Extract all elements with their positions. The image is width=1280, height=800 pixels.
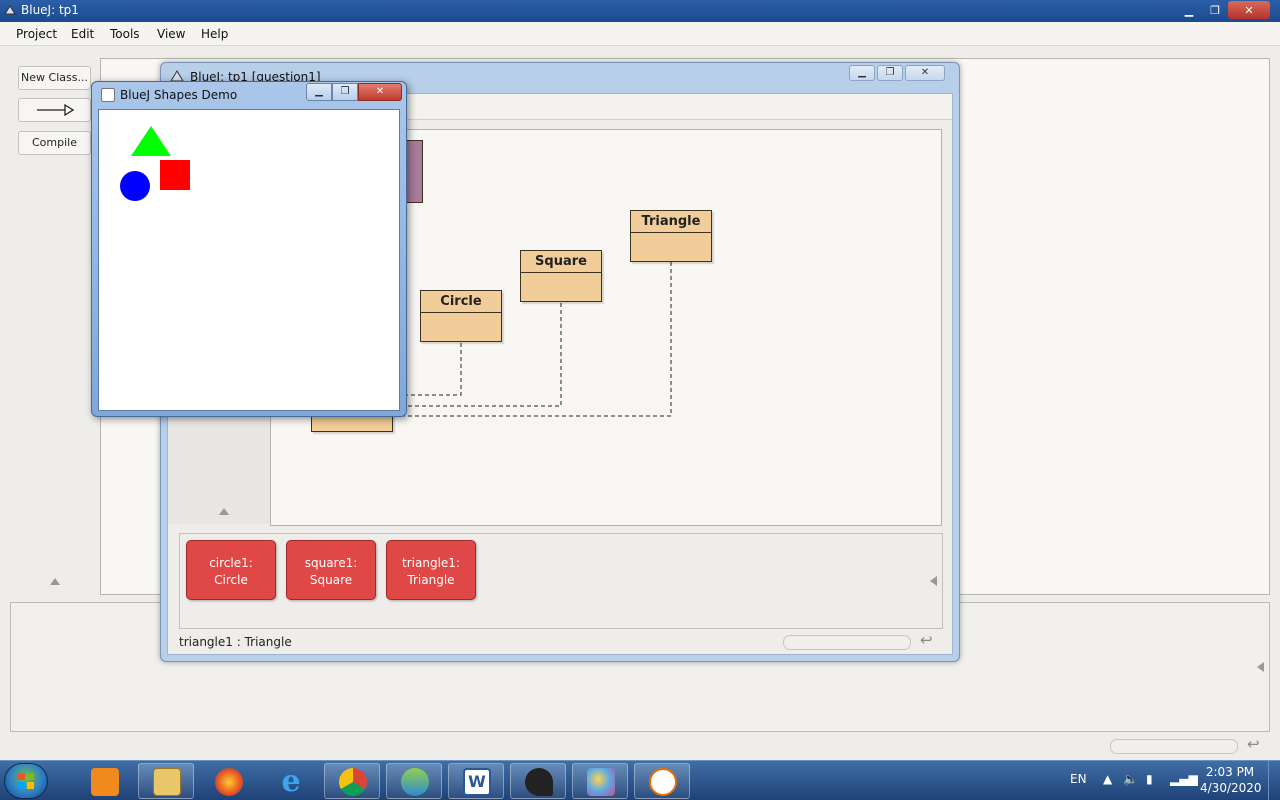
q-maximize-button[interactable]: ❐ — [877, 65, 903, 81]
taskbar: e W EN ▲ 🔈 ▮ ▂▄▆ 2:03 PM 4/30/2020 — [0, 760, 1280, 800]
question1-window-title: BlueJ: tp1 [question1] — [190, 70, 321, 84]
bench-scroll-left-icon[interactable] — [930, 576, 937, 586]
word-icon: W — [463, 768, 491, 796]
menu-help[interactable]: Help — [201, 27, 229, 41]
class-box-hidden-2[interactable] — [406, 140, 423, 203]
taskbar-network[interactable] — [386, 763, 442, 799]
shapes-drawing — [120, 126, 190, 201]
taskbar-java[interactable] — [634, 763, 690, 799]
minimize-button[interactable]: ▁ — [1184, 3, 1194, 17]
object-type: Triangle — [407, 573, 455, 587]
taskbar-explorer[interactable] — [138, 763, 194, 799]
object-bench-scroll-left-icon[interactable] — [1257, 662, 1264, 672]
new-class-button[interactable]: New Class... — [18, 66, 91, 90]
object-name: circle1: — [209, 556, 253, 570]
power-icon[interactable]: ▮ — [1146, 772, 1153, 786]
menu-bar: Project Edit Tools View Help — [0, 22, 1280, 46]
demo-close-button[interactable]: ✕ — [358, 83, 402, 101]
demo-maximize-button[interactable]: ❐ — [332, 83, 358, 101]
new-inheritance-arrow-button[interactable] — [18, 98, 91, 122]
inheritance-arrow-icon — [36, 103, 74, 117]
clock-time: 2:03 PM — [1205, 765, 1255, 779]
class-box-square[interactable]: Square — [520, 250, 602, 302]
circle-shape — [120, 171, 150, 201]
demo-minimize-button[interactable]: ▁ — [306, 83, 332, 101]
start-button[interactable] — [4, 763, 48, 799]
dependency-arrows — [391, 262, 672, 417]
compile-button[interactable]: Compile — [18, 131, 91, 155]
show-hidden-icons-icon[interactable]: ▲ — [1103, 772, 1113, 786]
bluej-app-icon — [4, 5, 16, 15]
main-progress-field — [1110, 739, 1238, 754]
q-reset-machine-icon[interactable]: ↩ — [920, 631, 933, 649]
file-explorer-icon — [153, 768, 181, 796]
menu-tools[interactable]: Tools — [110, 27, 140, 41]
taskbar-ie[interactable]: e — [262, 763, 318, 799]
class-name: Triangle — [631, 211, 711, 233]
paint-icon — [587, 768, 615, 796]
q-scroll-up-icon[interactable] — [219, 508, 229, 515]
main-title-bar: BlueJ: tp1 ▁ ❐ ✕ — [0, 0, 1280, 22]
class-name: Square — [521, 251, 601, 273]
java-window-icon — [101, 88, 115, 102]
clock-date: 4/30/2020 — [1200, 781, 1262, 795]
shapes-demo-window: BlueJ Shapes Demo ▁ ❐ ✕ — [91, 81, 407, 417]
language-indicator[interactable]: EN — [1070, 772, 1087, 786]
class-box-triangle[interactable]: Triangle — [630, 210, 712, 262]
reset-machine-icon[interactable]: ↩ — [1247, 735, 1260, 753]
vlc-icon — [91, 768, 119, 796]
scroll-up-icon[interactable] — [50, 578, 60, 585]
chrome-icon — [339, 768, 367, 796]
q-progress-field — [783, 635, 911, 650]
shapes-demo-title: BlueJ Shapes Demo — [120, 88, 238, 102]
taskbar-vlc[interactable] — [76, 763, 132, 799]
shapes-canvas — [98, 109, 400, 411]
q-close-button[interactable]: ✕ — [905, 65, 945, 81]
object-bench: circle1: Circle square1: Square triangle… — [179, 533, 943, 629]
firefox-icon — [215, 768, 243, 796]
status-text: triangle1 : Triangle — [179, 635, 292, 649]
clock[interactable]: 2:03 PM 4/30/2020 — [1200, 765, 1262, 800]
square-shape — [160, 160, 190, 190]
wifi-signal-icon[interactable]: ▂▄▆ — [1170, 772, 1198, 786]
object-name: triangle1: — [402, 556, 460, 570]
inkscape-icon — [525, 768, 553, 796]
object-type: Square — [309, 573, 353, 587]
menu-project[interactable]: Project — [16, 27, 58, 41]
volume-icon[interactable]: 🔈 — [1123, 772, 1138, 786]
windows-logo-icon — [18, 773, 34, 789]
object-triangle1[interactable]: triangle1: Triangle — [386, 540, 476, 600]
taskbar-inkscape[interactable] — [510, 763, 566, 799]
internet-explorer-icon: e — [281, 764, 301, 799]
close-button[interactable]: ✕ — [1228, 1, 1270, 19]
show-desktop-button[interactable] — [1268, 761, 1280, 800]
main-window-title: BlueJ: tp1 — [21, 3, 79, 17]
taskbar-paint[interactable] — [572, 763, 628, 799]
q-minimize-button[interactable]: ▁ — [849, 65, 875, 81]
taskbar-word[interactable]: W — [448, 763, 504, 799]
maximize-button[interactable]: ❐ — [1210, 3, 1220, 17]
java-icon — [649, 768, 677, 796]
class-name: Circle — [421, 291, 501, 313]
object-circle1[interactable]: circle1: Circle — [186, 540, 276, 600]
class-box-circle[interactable]: Circle — [420, 290, 502, 342]
menu-view[interactable]: View — [157, 27, 186, 41]
object-name: square1: — [304, 556, 358, 570]
object-type: Circle — [214, 573, 248, 587]
menu-edit[interactable]: Edit — [71, 27, 95, 41]
taskbar-firefox[interactable] — [200, 763, 256, 799]
network-people-icon — [401, 768, 429, 796]
triangle-shape — [131, 126, 171, 156]
object-square1[interactable]: square1: Square — [286, 540, 376, 600]
taskbar-chrome[interactable] — [324, 763, 380, 799]
